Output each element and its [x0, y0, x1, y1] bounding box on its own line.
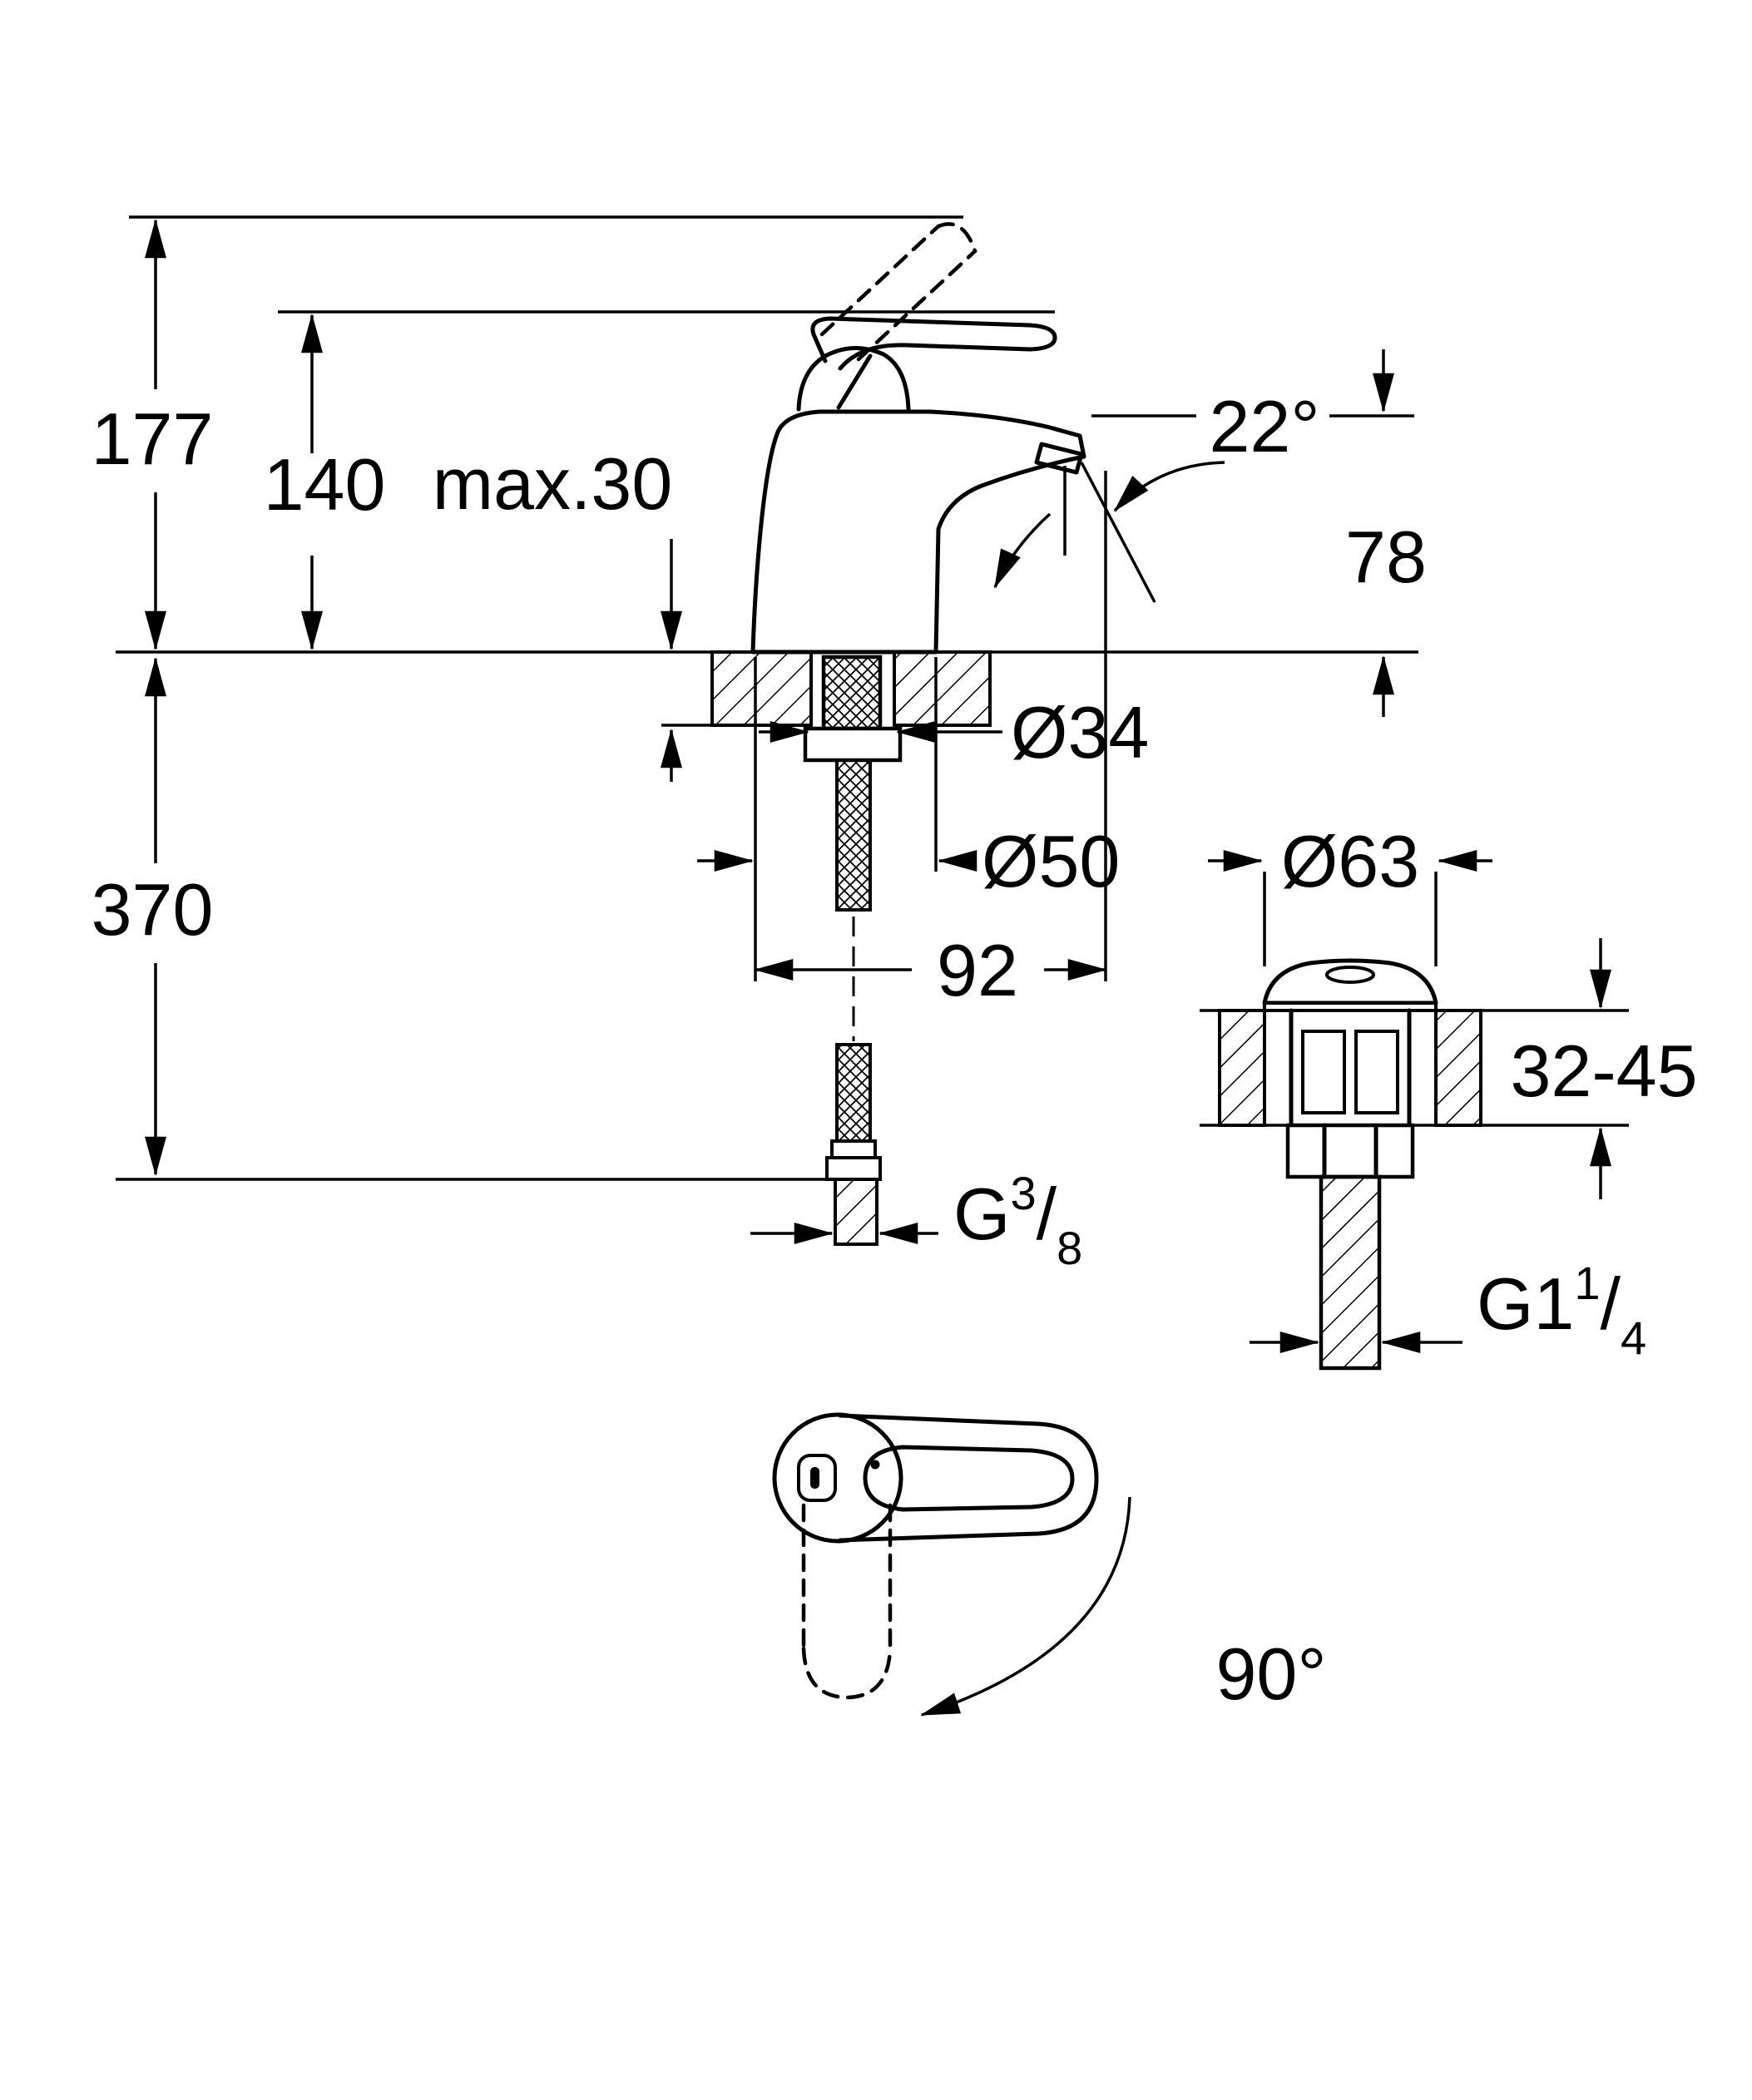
waste-cap-button	[1325, 966, 1375, 984]
dim-o63-label: Ø63	[1281, 820, 1419, 902]
supply-hose	[825, 758, 882, 1246]
waste-fitting-view	[1200, 958, 1629, 1371]
lever-raised-position	[819, 222, 977, 362]
lever-raised-edge-bottom	[856, 249, 977, 362]
dimension-hole-diameter: Ø34	[759, 691, 1149, 773]
dim-g38-label: G3/8	[953, 1167, 1082, 1274]
waste-counter-hatch-right	[1434, 1009, 1482, 1127]
handle-base-circle	[772, 1412, 903, 1544]
mounting-nut	[803, 726, 903, 763]
waste-flange	[1263, 1001, 1438, 1012]
dimension-waste-thread: G11/4	[1250, 1257, 1646, 1364]
lever-rotated-tip	[801, 1646, 893, 1700]
dimension-waste-deck-range: 32-45	[1510, 938, 1698, 1199]
handle-dome-detail	[836, 353, 873, 410]
handle-top-view: 90°	[772, 1412, 1327, 1717]
waste-threaded-pipe	[1319, 1174, 1382, 1371]
dim-max30-label: max.30	[433, 442, 673, 525]
waste-counter-hatch-left	[1218, 1009, 1266, 1127]
lever-rotated-position	[801, 1503, 893, 1700]
lever-raised-tip	[936, 222, 977, 254]
angle-slanted-line	[1080, 462, 1156, 603]
lever-down-position	[810, 316, 1057, 371]
aerator	[1034, 442, 1084, 475]
hose-lower-section	[835, 1043, 872, 1143]
counter-section-faucet	[710, 650, 992, 727]
dimension-base-diameter: Ø50	[697, 657, 1120, 981]
swing-arc-arrow	[920, 1496, 1131, 1717]
dimension-flange-diameter: Ø63	[1208, 820, 1492, 966]
pivot-dot	[870, 1460, 880, 1470]
lever-raised-edge-top	[819, 224, 941, 337]
hose-ferrule	[830, 1139, 877, 1159]
waste-body-window-right	[1354, 1030, 1399, 1114]
waste-locknut	[1285, 1123, 1415, 1179]
faucet-body-outline	[750, 409, 1086, 655]
dim-78-label: 78	[1345, 516, 1427, 598]
spout-angle-lines	[993, 462, 1156, 603]
waste-body-window-left	[1301, 1030, 1346, 1114]
hose-nut	[825, 1156, 882, 1181]
lever-top-view-outline	[838, 1413, 1099, 1543]
dim-90deg-label: 90°	[1215, 1633, 1326, 1715]
hose-threaded-end	[834, 1178, 878, 1246]
hose-upper-section	[835, 758, 872, 912]
dimension-spout-height: 140	[264, 314, 386, 650]
cartridge-slot	[810, 1467, 819, 1489]
threaded-shank	[821, 655, 883, 731]
dim-3245-label: 32-45	[1510, 1030, 1697, 1112]
dim-140-label: 140	[264, 443, 386, 526]
counter-hatch-left	[710, 650, 813, 727]
stream-direction-arrow	[993, 512, 1052, 589]
dimension-outlet-height: 78	[1345, 349, 1427, 717]
dimension-connection-length: 370	[92, 657, 214, 1176]
dim-o34-label: Ø34	[1011, 691, 1149, 773]
handle-dome	[796, 345, 911, 412]
dimension-spout-angle: 22°	[1113, 385, 1320, 512]
dimension-total-height: 177	[92, 219, 214, 650]
waste-cap-dome	[1262, 958, 1438, 1006]
dim-370-label: 370	[92, 868, 214, 951]
dim-22deg-label: 22°	[1209, 385, 1319, 467]
dimension-max-deck-thickness: max.30	[433, 442, 682, 782]
faucet-front-view	[750, 222, 1156, 1246]
dimension-supply-thread: G3/8	[750, 1167, 1082, 1274]
lever-top-view-inner	[863, 1445, 1075, 1512]
counter-hatch-right	[893, 650, 992, 727]
dim-g114-label: G11/4	[1477, 1257, 1646, 1364]
dim-92-label: 92	[937, 929, 1018, 1011]
dimension-spout-reach: 92	[754, 471, 1107, 1011]
dim-177-label: 177	[92, 398, 214, 480]
mounting-parts	[803, 655, 903, 763]
dim-22deg-leader-arrow	[1113, 461, 1225, 512]
dim-o50-label: Ø50	[982, 820, 1120, 902]
